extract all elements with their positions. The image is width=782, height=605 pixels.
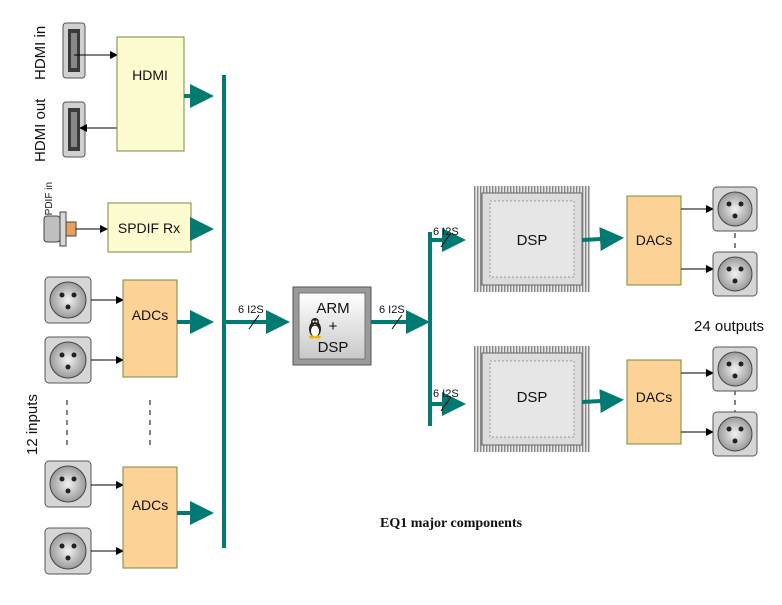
arm-dsp-block: ARM + DSP — [292, 286, 372, 366]
bus-right-slash — [391, 314, 403, 330]
hdmi-out-port-icon — [62, 101, 86, 158]
dacs-top-block: DACs — [626, 195, 682, 286]
bus-right-label: 6 I2S — [379, 304, 405, 316]
hdmi-block-label: HDMI — [132, 67, 168, 83]
linux-penguin-icon — [309, 318, 321, 339]
adcs-bottom-label: ADCs — [132, 497, 169, 513]
xlr-input-icon — [44, 276, 92, 324]
spdif-rx-label: SPDIF Rx — [118, 220, 180, 236]
dacs-bottom-label: DACs — [636, 389, 673, 405]
xlr-input-icon — [44, 336, 92, 384]
bus-left-slash — [248, 314, 260, 330]
xlr-input-icon — [44, 527, 92, 575]
spdif-rx-block: SPDIF Rx — [107, 202, 192, 253]
dsp-top-slash — [440, 232, 452, 248]
dsp-bottom-slash — [440, 396, 452, 412]
dsp-bottom-label: DSP — [517, 389, 548, 406]
xlr-output-icon — [712, 411, 758, 457]
xlr-output-icon — [712, 251, 758, 297]
dsp-top-label: DSP — [517, 232, 548, 249]
adcs-top-label: ADCs — [132, 307, 169, 323]
arm-line2: + — [329, 318, 338, 335]
dacs-top-label: DACs — [636, 232, 673, 248]
spdif-connector-icon — [43, 211, 77, 247]
hdmi-block: HDMI — [116, 36, 185, 152]
hdmi-in-port-icon — [62, 22, 86, 79]
bus-dsp2-label: 6 I2S — [433, 388, 459, 400]
arm-line1: ARM — [316, 300, 349, 317]
main-bus — [222, 75, 432, 548]
bus-dsp1-label: 6 I2S — [433, 226, 459, 238]
hdmi-out-label: HDMI out — [32, 98, 49, 162]
dacs-bottom-block: DACs — [626, 359, 682, 445]
xlr-output-icon — [712, 186, 758, 232]
input-arrows — [91, 296, 124, 555]
xlr-output-icon — [712, 346, 758, 392]
dsp-top-chip-icon: DSP — [474, 186, 590, 292]
dsp-top-to-dacs-arrow — [581, 227, 624, 252]
spdif-in-label: SPDIF in — [44, 182, 55, 222]
dsp-bottom-chip-icon: DSP — [474, 346, 590, 452]
outputs-label: 24 outputs — [694, 318, 764, 335]
adcs-top-block: ADCs — [122, 279, 178, 378]
xlr-input-icon — [44, 460, 92, 508]
caption: EQ1 major components — [380, 516, 523, 531]
arm-line3: DSP — [318, 339, 349, 356]
dsp-bottom-to-dacs-arrow — [581, 389, 624, 414]
inputs-label: 12 inputs — [24, 394, 41, 455]
bus-left-label: 6 I2S — [238, 304, 264, 316]
output-arrows — [681, 205, 714, 436]
adcs-bottom-block: ADCs — [122, 466, 178, 569]
hdmi-in-label: HDMI in — [32, 26, 49, 80]
